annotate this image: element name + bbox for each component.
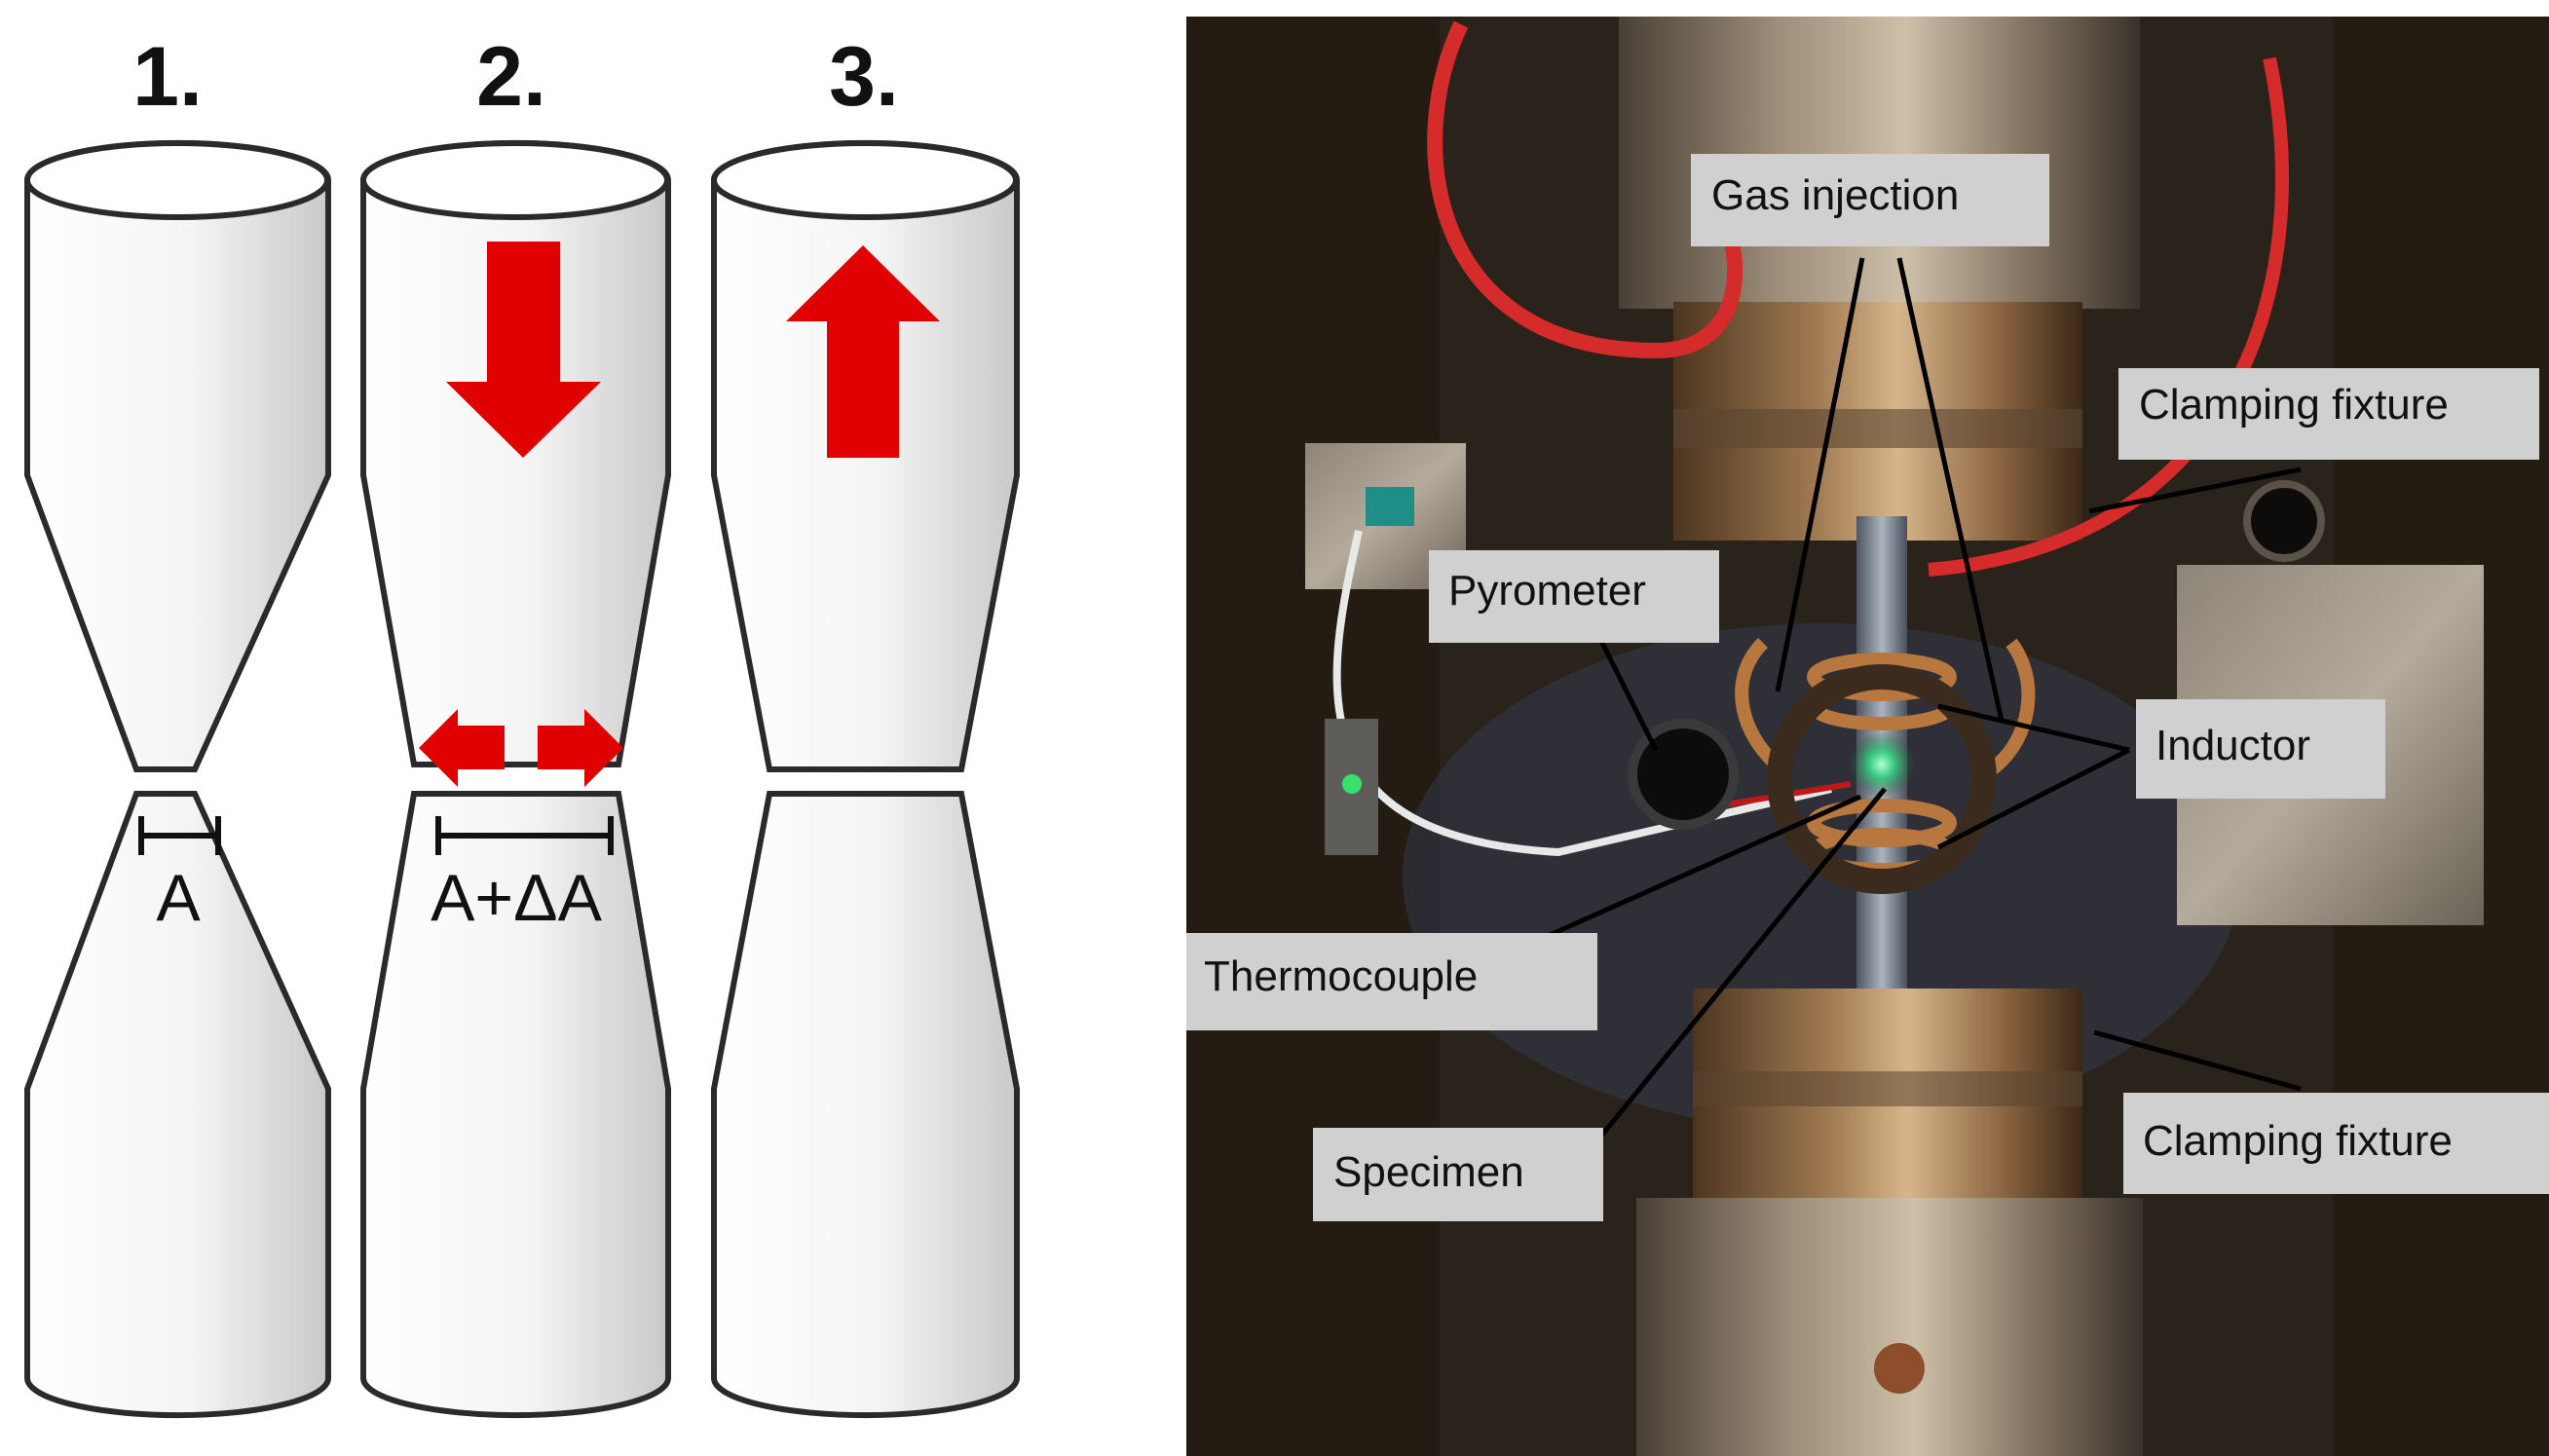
- step-2-dimension-label: A+ΔA: [431, 861, 602, 935]
- step-3-number: 3.: [829, 30, 899, 124]
- clamping-fixture-top-label: Clamping fixture: [2139, 381, 2449, 429]
- pyrometer-connector: [1366, 487, 1414, 526]
- specimen-glow: [1849, 731, 1915, 798]
- clamping-fixture-bottom-pointer: [2093, 1029, 2302, 1092]
- step-3-tension-arrow: [786, 245, 940, 458]
- clamping-fixture-top-pointer: [2088, 467, 2302, 514]
- inductor-pointer-2: [1936, 747, 2131, 850]
- photo-label-pyrometer: Pyrometer: [1429, 550, 1719, 643]
- lower-clamp-ring: [1693, 1071, 2082, 1106]
- step-1-upper-half: [24, 139, 331, 772]
- process-diagram: 1. 2. 3. A A+ΔA: [24, 30, 1020, 1419]
- test-setup-photo: Gas injection Clamping fixture Pyrometer…: [1186, 17, 2549, 1456]
- pyrometer-label: Pyrometer: [1448, 567, 1646, 615]
- step-3-lower-half: [711, 791, 1020, 1419]
- inductor-ring: [1767, 664, 1997, 894]
- step-2-dimension: [435, 816, 614, 855]
- specimen-label: Specimen: [1333, 1148, 1524, 1196]
- thermocouple-pointer: [1537, 794, 1862, 943]
- clamping-fixture-bottom-label: Clamping fixture: [2143, 1117, 2453, 1165]
- photo-label-clamping-fixture-top: Clamping fixture: [2118, 368, 2539, 460]
- step-2-top-opening: [360, 140, 670, 220]
- specimen-pointer: [1600, 787, 1887, 1137]
- step-2-expand-right-arrow: [538, 709, 623, 787]
- photo-label-clamping-fixture-bottom: Clamping fixture: [2123, 1093, 2549, 1194]
- red-hose-left: [1427, 20, 1743, 359]
- photo-label-specimen: Specimen: [1313, 1128, 1603, 1221]
- step-2-upper-half: [360, 139, 671, 767]
- inductor-label: Inductor: [2155, 722, 2310, 769]
- upper-clamp-ring: [1673, 409, 2082, 448]
- step-1-number: 1.: [132, 30, 203, 124]
- photo-label-gas-injection: Gas injection: [1691, 154, 2049, 246]
- step-3-top-opening: [711, 140, 1019, 220]
- step-1-lower-half: [24, 791, 331, 1419]
- photo-label-thermocouple: Thermocouple: [1186, 933, 1597, 1030]
- pyrometer-pointer: [1594, 631, 1659, 752]
- inductor-pointer-1: [1937, 703, 2130, 753]
- pointer-lines: [1537, 257, 2302, 1137]
- photo-label-inductor: Inductor: [2136, 699, 2385, 799]
- left-rail: [1186, 17, 1440, 1456]
- step-1-specimen: [24, 139, 331, 1419]
- lower-bolt-hole: [1874, 1343, 1925, 1394]
- right-port: [2243, 480, 2325, 562]
- step-1-dimension: [138, 816, 221, 855]
- step-2-expand-left-arrow: [419, 709, 505, 787]
- step-2-specimen: [360, 139, 671, 1419]
- step-2-number: 2.: [476, 30, 546, 124]
- gas-injection-pointer-1: [1775, 257, 1865, 692]
- step-1-top-opening: [24, 140, 330, 220]
- step-2-compression-arrow: [446, 242, 601, 458]
- step-2-lower-half: [360, 791, 671, 1419]
- sensor-led: [1342, 774, 1362, 794]
- gas-injection-label: Gas injection: [1711, 171, 1959, 219]
- lower-cylinder: [1636, 1198, 2143, 1456]
- thermocouple-label: Thermocouple: [1204, 952, 1478, 1000]
- gas-injection-pointer-2: [1896, 257, 2005, 722]
- step-1-dimension-label: A: [156, 861, 201, 935]
